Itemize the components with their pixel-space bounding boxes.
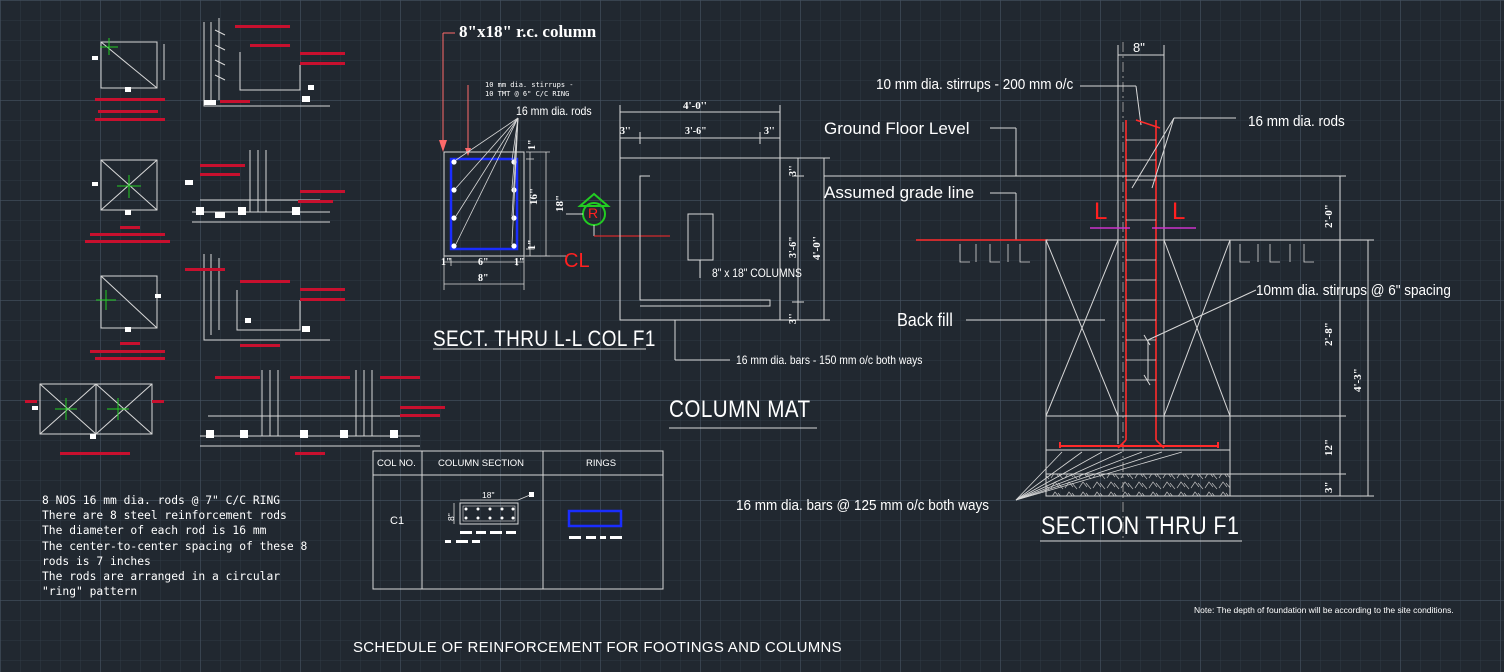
dim-1-right: 1" xyxy=(514,257,525,268)
f1-dim-4-3: 4'-3" xyxy=(1352,368,1364,392)
note-line: 8 NOS 16 mm dia. rods @ 7" C/C RING xyxy=(42,494,281,507)
mat-bars-label: 16 mm dia. bars - 150 mm o/c both ways xyxy=(736,353,923,367)
f1-dim-2-8: 2'-8" xyxy=(1323,322,1335,346)
note-line: The diameter of each rod is 16 mm xyxy=(42,524,267,538)
dim-1-left: 1" xyxy=(441,257,452,268)
note-line: The rods are arranged in a circular xyxy=(42,570,281,584)
dim-1-top: 1" xyxy=(527,139,538,150)
thumb-plan-2 xyxy=(85,159,170,243)
mat-dim-v-bottom: 3'' xyxy=(788,313,799,324)
column-section-drawing xyxy=(439,32,566,290)
thumb-section-4 xyxy=(200,370,445,455)
stirrup-note-line1: 10 mm dia. stirrups - xyxy=(485,81,574,89)
section-ll-caption: SECT. THRU L-L COL F1 xyxy=(433,326,656,351)
note-line: "ring" pattern xyxy=(42,585,138,599)
f1-dim-3: 3" xyxy=(1323,481,1335,493)
mat-dim-v-total: 4'-0'' xyxy=(811,236,823,260)
f1-bars-label: 16 mm dia. bars @ 125 mm o/c both ways xyxy=(736,497,990,514)
table-header-rings: RINGS xyxy=(586,458,617,469)
rods-label: 16 mm dia. rods xyxy=(516,104,592,118)
mat-dim-total: 4'-0'' xyxy=(683,100,707,112)
f1-dim-top: 8" xyxy=(1133,40,1145,55)
reinforcement-notes: 8 NOS 16 mm dia. rods @ 7" C/C RING Ther… xyxy=(42,493,307,599)
mat-columns-label: 8" x 18" COLUMNS xyxy=(712,266,802,280)
table-dim-18: 18" xyxy=(482,490,495,500)
table-dim-8: 8" xyxy=(446,513,456,521)
marker-r-letter: R xyxy=(588,205,599,221)
thumb-section-1 xyxy=(203,18,345,107)
dim-18: 18" xyxy=(554,194,566,212)
dim-16: 16" xyxy=(528,187,540,205)
note-line: rods is 7 inches xyxy=(42,554,151,568)
level-marker-l-right: L xyxy=(1172,198,1186,225)
f1-rods-label: 16 mm dia. rods xyxy=(1248,113,1345,130)
table-cell-c1: C1 xyxy=(390,515,405,527)
mat-dim-right: 3'' xyxy=(764,126,775,137)
note-line: There are 8 steel reinforcement rods xyxy=(42,509,287,523)
footing-detail-thumbnails xyxy=(25,18,445,455)
rod-dots xyxy=(451,159,517,249)
column-mat-drawing xyxy=(433,105,830,429)
thumb-plan-4 xyxy=(25,383,164,455)
thumb-plan-3 xyxy=(90,275,165,360)
f1-stirrups-top: 10 mm dia. stirrups - 200 mm o/c xyxy=(876,76,1074,93)
table-header-col-no: COL NO. xyxy=(377,458,416,469)
f1-stirrups-spacing: 10mm dia. stirrups @ 6" spacing xyxy=(1256,282,1451,299)
dim-8: 8" xyxy=(478,273,489,284)
f1-dim-2-0: 2'-0" xyxy=(1323,204,1335,228)
ground-floor-label: Ground Floor Level xyxy=(824,119,970,138)
grade-line-label: Assumed grade line xyxy=(824,183,975,202)
note-line: The center-to-center spacing of these 8 xyxy=(42,539,308,553)
table-header-column-section: COLUMN SECTION xyxy=(438,458,525,469)
mat-dim-v-top: 3'' xyxy=(788,165,799,176)
section-marker-r-icon xyxy=(566,192,670,237)
thumb-plan-1 xyxy=(92,38,165,121)
schedule-table-frame xyxy=(372,450,664,590)
depth-note: Note: The depth of foundation will be ac… xyxy=(1194,605,1454,615)
stirrup-note-line2: 10 TMT @ 6" C/C RING xyxy=(485,90,570,98)
dim-6: 6" xyxy=(478,257,489,268)
dim-1-bottom: 1" xyxy=(527,239,538,250)
section-f1-drawing xyxy=(824,42,1374,542)
mat-dim-v-mid: 3'-6" xyxy=(788,236,799,258)
schedule-title: SCHEDULE OF REINFORCEMENT FOR FOOTINGS A… xyxy=(353,639,842,656)
f1-dim-12: 12" xyxy=(1323,438,1335,456)
section-f1-caption: SECTION THRU F1 xyxy=(1041,512,1240,540)
level-marker-l-icon: L xyxy=(1094,198,1108,225)
mat-dim-left: 3'' xyxy=(620,126,631,137)
mat-dim-mid: 3'-6" xyxy=(685,126,707,137)
thumb-section-2 xyxy=(185,150,345,223)
column-mat-caption: COLUMN MAT xyxy=(669,396,811,423)
column-title: 8"x18" r.c. column xyxy=(459,22,597,41)
centerline-cl-icon: CL xyxy=(564,250,590,272)
back-fill-label: Back fill xyxy=(897,310,953,330)
thumb-section-3 xyxy=(185,254,345,347)
